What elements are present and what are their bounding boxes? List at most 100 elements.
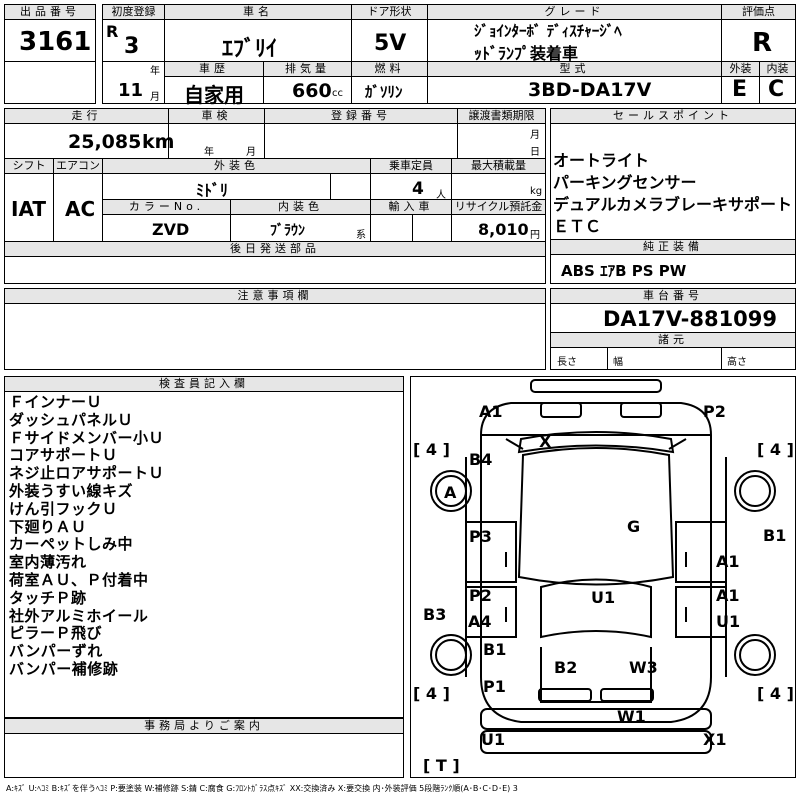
mark-b4-hood-left: B4 <box>469 450 492 469</box>
front-bumper-shape <box>530 379 662 393</box>
note-item: タッチＰ跡 <box>9 588 87 607</box>
era: R <box>106 22 119 41</box>
mark-u1-floor: U1 <box>591 588 615 607</box>
note-item: 下廻りＡＵ <box>9 517 87 536</box>
door-label: ドア形状 <box>352 5 427 20</box>
recycle-unit: 円 <box>530 230 540 241</box>
inspector-label: 検査員記入欄 <box>5 377 403 392</box>
max-load-label: 最大積載量 <box>452 159 545 174</box>
caution-box: 注意事項欄 <box>4 288 546 370</box>
tire-spare-label: [ T ] <box>423 756 460 775</box>
note-item: ダッシュパネルＵ <box>9 410 134 429</box>
capacity-unit: 人 <box>436 190 446 201</box>
car-diagram: A1 P2 X B4 A G B1 P3 A1 P2 A4 U1 A1 U1 B… <box>410 376 796 778</box>
recycle: 8,010 <box>478 220 529 239</box>
note-item: けん引フックＵ <box>9 499 118 518</box>
grade-label: グレード <box>428 5 721 20</box>
color-no-label: カラーNo. <box>103 200 230 215</box>
month: 11 <box>118 80 144 101</box>
width-label: 幅 <box>613 357 623 368</box>
first-reg-label: 初度登録 <box>103 5 164 20</box>
displacement: 660 <box>292 80 332 102</box>
inspector-box: 検査員記入欄 ＦインナーＵ ダッシュパネルＵ Ｆサイドメンバー小Ｕ コアサポート… <box>4 376 404 720</box>
insp-month: 月 <box>246 147 256 158</box>
ac: AC <box>65 197 96 221</box>
max-load-unit: kg <box>530 186 543 197</box>
equipment-value: ABS ｴｱB PS PW <box>561 262 687 280</box>
mark-p3-left-door: P3 <box>469 527 492 546</box>
tire-rl-shape <box>430 634 472 676</box>
mileage: 25,085 <box>68 131 142 153</box>
mark-x-windshield: X <box>539 432 552 451</box>
tire-rr-label: [ 4 ] <box>757 684 794 703</box>
mark-a1-right-door: A1 <box>716 552 740 571</box>
mark-u1-rear-left: U1 <box>481 730 505 749</box>
mark-b1-right-fender: B1 <box>763 526 786 545</box>
mirror-right-shape <box>620 402 662 418</box>
chassis-no: DA17V-881099 <box>603 307 778 331</box>
grade-line2: ｯﾄﾞﾗﾝﾌﾟ装着車 <box>474 44 579 63</box>
mileage-unit: km <box>142 131 175 153</box>
mark-w1-rear-bumper: W1 <box>617 707 646 726</box>
car-name-label: 車名 <box>165 5 351 20</box>
color-no: ZVD <box>152 220 190 239</box>
note-item: コアサポートＵ <box>9 446 118 465</box>
mark-w3-rear-right: W3 <box>629 658 658 677</box>
mileage-label: 走行 <box>5 109 168 124</box>
mark-p2-front-right: P2 <box>703 402 726 421</box>
car-name: ｴﾌﾞﾘｲ <box>222 37 278 62</box>
body-outline-shape <box>480 402 712 723</box>
equipment-label: 純正装備 <box>551 240 795 255</box>
mark-p1-left-rear: P1 <box>483 677 506 696</box>
int-label: 内装 <box>760 62 795 77</box>
note-item: 室内薄汚れ <box>9 553 87 572</box>
int-color-unit: 系 <box>356 230 366 241</box>
tire-fl-label: [ 4 ] <box>413 440 450 459</box>
int-color: ﾌﾞﾗｳﾝ <box>270 223 305 239</box>
sales-item: デュアルカメラブレーキサポート <box>553 195 793 214</box>
fuel-label: 燃料 <box>352 62 427 77</box>
note-item: Ｆサイドメンバー小Ｕ <box>9 428 165 447</box>
note-item: 荷室ＡＵ、Ｐ付着中 <box>9 570 149 589</box>
lot-no: 3161 <box>19 27 92 57</box>
mark-g-roof: G <box>627 517 640 536</box>
recycle-label: リサイクル預託金 <box>452 200 545 215</box>
mark-b2-rear-left: B2 <box>554 658 577 677</box>
mirror-left-shape <box>540 402 582 418</box>
ext-grade: E <box>732 77 748 102</box>
lot-no-label: 出品番号 <box>5 5 95 20</box>
windshield-shape <box>517 431 675 454</box>
capacity-label: 乗車定員 <box>371 159 451 174</box>
header-grid <box>102 4 796 104</box>
inspector-notes: ＦインナーＵ ダッシュパネルＵ Ｆサイドメンバー小Ｕ コアサポートＵ ネジ止ロア… <box>9 393 165 679</box>
office-label: 事務局よりご案内 <box>5 718 403 734</box>
spec-label: 諸元 <box>551 333 795 348</box>
note-item: ネジ止ロアサポートＵ <box>9 464 165 483</box>
sales-box: セールスポイント オートライト パーキングセンサー デュアルカメラブレーキサポー… <box>550 108 796 240</box>
sales-item: オートライト <box>553 151 650 170</box>
shift: IAT <box>11 197 47 221</box>
mark-a-wheel-fl: A <box>444 483 457 502</box>
transfer-day: 日 <box>530 147 540 158</box>
history-label: 車歴 <box>165 62 263 77</box>
note-item: バンパーずれ <box>9 642 103 661</box>
sales-label: セールスポイント <box>551 109 795 124</box>
sales-item: ＥＴＣ <box>553 217 602 236</box>
mark-u1-right-rear: U1 <box>716 612 740 631</box>
year-unit: 年 <box>150 66 160 77</box>
history: 自家用 <box>184 83 244 107</box>
mark-p2-left-rear-door: P2 <box>469 586 492 605</box>
mark-a1-front-left: A1 <box>479 402 503 421</box>
int-color-label: 内装色 <box>231 200 370 215</box>
floor-shape <box>540 578 652 639</box>
transfer-label: 譲渡書類期限 <box>458 109 545 124</box>
tire-rr-shape <box>734 634 776 676</box>
model-label: 型式 <box>428 62 721 77</box>
note-item: カーペットしみ中 <box>9 535 134 554</box>
rear-bumper-shape <box>480 708 712 730</box>
mark-a1-right-rear-door: A1 <box>716 586 740 605</box>
equipment-box: 純正装備 ABS ｴｱB PS PW <box>550 240 796 284</box>
lot-no-cell: 出品番号 3161 <box>4 4 96 62</box>
capacity: 4 <box>412 179 424 199</box>
height-label: 高さ <box>727 357 747 368</box>
